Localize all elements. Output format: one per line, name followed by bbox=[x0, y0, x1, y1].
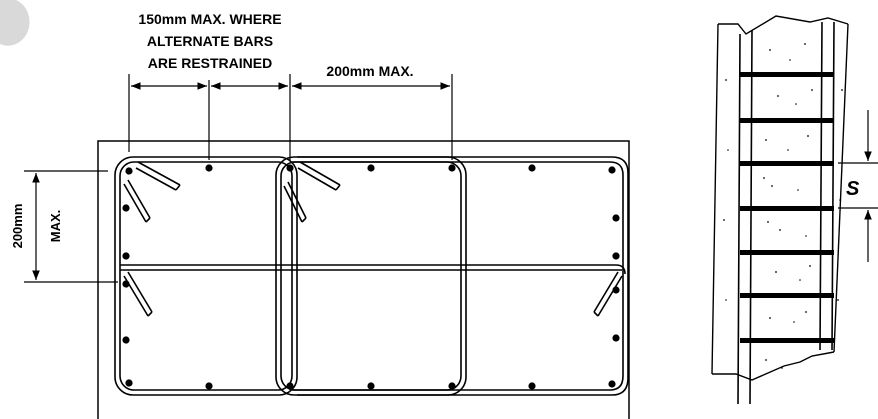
rebar-left-2 bbox=[749, 29, 753, 405]
bar bbox=[286, 164, 294, 172]
spacing-dimension bbox=[838, 110, 878, 262]
concrete-outline bbox=[97, 140, 630, 419]
bar bbox=[122, 204, 130, 212]
dim-side-label-2: MAX. bbox=[48, 210, 63, 243]
top-dimensions bbox=[128, 74, 453, 160]
tie bbox=[740, 206, 834, 211]
bar bbox=[205, 382, 213, 390]
break-line-top bbox=[718, 15, 849, 35]
bar bbox=[612, 334, 620, 342]
bar bbox=[125, 167, 133, 175]
bar bbox=[205, 164, 213, 172]
perimeter-tie-inner bbox=[292, 161, 624, 391]
hook-mid-left bbox=[123, 271, 153, 317]
bar bbox=[528, 164, 536, 172]
tie bbox=[740, 293, 834, 298]
bar bbox=[528, 382, 536, 390]
hook-top-left bbox=[123, 161, 181, 223]
bar bbox=[122, 336, 130, 344]
bar bbox=[286, 382, 294, 390]
side-dimensions bbox=[24, 170, 118, 283]
bar bbox=[612, 252, 620, 260]
hoop-right-inner bbox=[280, 161, 462, 391]
perimeter-tie-outer bbox=[297, 156, 629, 396]
hook-top-middle bbox=[283, 161, 341, 223]
hook-mid-right bbox=[593, 271, 623, 317]
concrete-speckle bbox=[723, 43, 843, 369]
bar bbox=[608, 380, 616, 388]
rebar-right bbox=[819, 21, 823, 351]
tie bbox=[740, 250, 834, 255]
concrete-edge-right bbox=[833, 23, 849, 353]
cross-tie-end bbox=[615, 264, 626, 275]
bar bbox=[448, 164, 456, 172]
dim-top-label: 200mm MAX. bbox=[326, 63, 413, 79]
bar bbox=[122, 252, 130, 260]
bar bbox=[367, 164, 375, 172]
rebar-right-2 bbox=[831, 21, 835, 351]
hoop-right bbox=[275, 156, 467, 396]
break-line-bottom bbox=[712, 351, 835, 381]
tie bbox=[740, 118, 834, 123]
bar bbox=[367, 382, 375, 390]
hoop-left bbox=[114, 156, 298, 396]
column-cross-section: 150mm MAX. WHERE ALTERNATE BARS ARE REST… bbox=[10, 11, 630, 419]
bar bbox=[608, 166, 616, 174]
note-restrained-line1: 150mm MAX. WHERE bbox=[138, 11, 281, 27]
tie bbox=[740, 338, 834, 343]
bar bbox=[125, 379, 133, 387]
dim-side-label-1: 200mm bbox=[10, 204, 25, 249]
bar bbox=[612, 214, 620, 222]
hoop-left-inner bbox=[119, 161, 293, 391]
longitudinal-bars bbox=[122, 164, 620, 390]
column-elevation: S bbox=[711, 15, 878, 405]
corner-mark bbox=[0, 0, 30, 46]
bar bbox=[448, 382, 456, 390]
note-restrained-line2: ALTERNATE BARS bbox=[147, 33, 273, 49]
tie bbox=[740, 72, 834, 77]
bar bbox=[612, 286, 620, 294]
spacing-label: S bbox=[846, 178, 860, 200]
tie bbox=[740, 161, 834, 166]
rebar-left bbox=[737, 33, 741, 405]
ties bbox=[740, 72, 834, 343]
bar bbox=[122, 280, 130, 288]
concrete-edge-left bbox=[711, 23, 719, 375]
note-restrained-line3: ARE RESTRAINED bbox=[148, 55, 272, 71]
